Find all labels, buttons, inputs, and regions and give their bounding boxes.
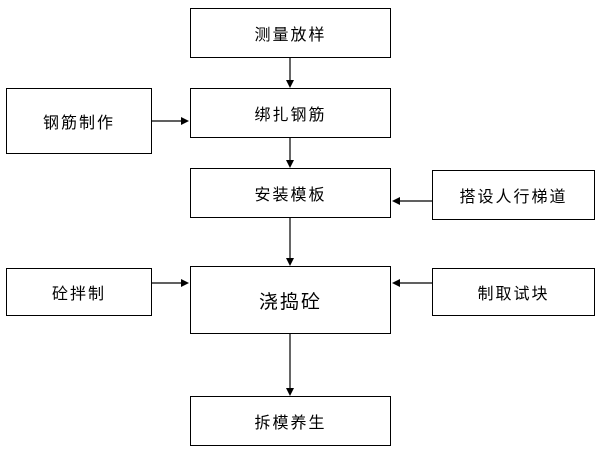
step-remove-cure-box: 拆模养生 (190, 396, 391, 446)
arrowhead-survey-to-tie-rebar (286, 80, 294, 88)
arrowhead-tie-rebar-to-formwork (286, 160, 294, 168)
arrowhead-rebar-fabrication-to-tie-rebar (181, 117, 189, 125)
input-test-samples-box: 制取试块 (432, 268, 595, 316)
step-pour-concrete-box: 浇捣砼 (190, 266, 391, 334)
input-concrete-mixing-box: 砼拌制 (6, 268, 152, 316)
step-remove-cure-label: 拆模养生 (254, 413, 327, 432)
input-test-samples-label: 制取试块 (477, 284, 550, 303)
input-concrete-mixing-label: 砼拌制 (51, 284, 106, 303)
arrowhead-samples-to-pour (392, 279, 400, 287)
step-pour-concrete-label: 浇捣砼 (258, 290, 322, 313)
step-survey-box: 测量放样 (190, 8, 391, 58)
step-survey-label: 测量放样 (254, 25, 327, 44)
arrowhead-mixing-to-pour (181, 279, 189, 287)
arrowhead-pour-to-cure (286, 388, 294, 396)
step-tie-rebar-box: 绑扎钢筋 (190, 88, 391, 138)
step-tie-rebar-label: 绑扎钢筋 (254, 105, 327, 124)
arrowhead-walkway-to-formwork (392, 197, 400, 205)
input-rebar-fabrication-label: 钢筋制作 (42, 113, 115, 132)
arrowhead-formwork-to-pour (286, 258, 294, 266)
input-rebar-fabrication-box: 钢筋制作 (6, 88, 152, 154)
input-walkway-ladder-box: 搭设人行梯道 (432, 170, 595, 220)
step-install-formwork-label: 安装模板 (254, 185, 327, 204)
step-install-formwork-box: 安装模板 (190, 168, 391, 218)
input-walkway-ladder-label: 搭设人行梯道 (459, 187, 568, 206)
